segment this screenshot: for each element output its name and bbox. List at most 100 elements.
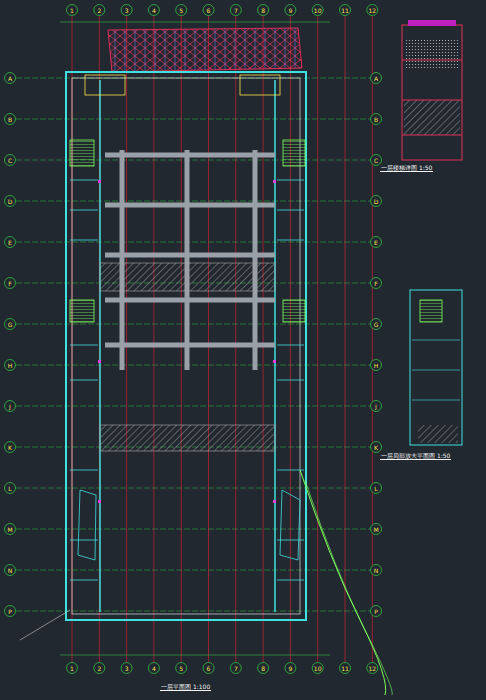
axis-bubble: [230, 663, 241, 674]
axis-number: E: [5, 239, 15, 246]
axis-line: [16, 529, 370, 530]
axis-bubble: [371, 114, 382, 125]
axis-line: [208, 16, 209, 662]
axis-bubble: [340, 5, 351, 16]
axis-bubble: [371, 401, 382, 412]
axis-bubble: [371, 237, 382, 248]
axis-line: [16, 406, 370, 407]
axis-number: 8: [258, 7, 268, 14]
axis-number: 11: [340, 7, 350, 14]
axis-number: N: [371, 567, 381, 574]
axis-line: [16, 365, 370, 366]
axis-bubble: [371, 524, 382, 535]
axis-number: G: [5, 321, 15, 328]
axis-bubble: [258, 5, 269, 16]
axis-bubble: [67, 5, 78, 16]
axis-bubble: [230, 5, 241, 16]
axis-line: [153, 16, 154, 662]
axis-number: M: [371, 526, 381, 533]
axis-bubble: [5, 606, 16, 617]
axis-bubble: [203, 5, 214, 16]
axis-number: B: [371, 116, 381, 123]
axis-bubble: [148, 5, 159, 16]
axis-bubble: [5, 237, 16, 248]
axis-line: [126, 16, 127, 662]
drawing-title: 一层平面图 1:100: [160, 683, 211, 691]
axis-number: 2: [94, 7, 104, 14]
axis-number: 4: [149, 7, 159, 14]
axis-number: 1: [67, 7, 77, 14]
axis-bubble: [5, 155, 16, 166]
axis-number: M: [5, 526, 15, 533]
axis-bubble: [371, 442, 382, 453]
axis-bubble: [367, 663, 378, 674]
axis-bubble: [5, 483, 16, 494]
axis-number: L: [371, 485, 381, 492]
axis-line: [345, 16, 346, 662]
detail-title: 一层楼梯详图 1:50: [380, 164, 433, 172]
axis-number: 6: [204, 7, 214, 14]
axis-number: 2: [94, 665, 104, 672]
axis-line: [181, 16, 182, 662]
axis-bubble: [5, 319, 16, 330]
axis-number: N: [5, 567, 15, 574]
axis-number: J: [371, 403, 381, 410]
axis-bubble: [67, 663, 78, 674]
axis-number: 7: [231, 665, 241, 672]
axis-number: 9: [285, 665, 295, 672]
axis-number: 10: [313, 7, 323, 14]
axis-bubble: [371, 565, 382, 576]
axis-number: K: [5, 444, 15, 451]
axis-number: 6: [204, 665, 214, 672]
axis-number: 9: [285, 7, 295, 14]
axis-bubble: [312, 663, 323, 674]
axis-number: 3: [122, 7, 132, 14]
axis-bubble: [5, 442, 16, 453]
axis-number: C: [371, 157, 381, 164]
axis-line: [290, 16, 291, 662]
axis-number: 10: [313, 665, 323, 672]
axis-number: D: [5, 198, 15, 205]
axis-bubble: [121, 5, 132, 16]
axis-number: A: [371, 75, 381, 82]
axis-bubble: [371, 319, 382, 330]
axis-bubble: [5, 524, 16, 535]
axis-number: D: [371, 198, 381, 205]
axis-number: E: [371, 239, 381, 246]
axis-line: [99, 16, 100, 662]
axis-bubble: [5, 114, 16, 125]
axis-bubble: [5, 565, 16, 576]
axis-bubble: [285, 5, 296, 16]
axis-bubble: [94, 663, 105, 674]
axis-line: [16, 570, 370, 571]
axis-number: 5: [176, 7, 186, 14]
axis-number: K: [371, 444, 381, 451]
axis-line: [16, 119, 370, 120]
axis-number: 3: [122, 665, 132, 672]
axis-bubble: [258, 663, 269, 674]
axis-number: B: [5, 116, 15, 123]
dimension-line: [60, 22, 330, 23]
axis-bubble: [312, 5, 323, 16]
axis-number: J: [5, 403, 15, 410]
axis-bubble: [176, 5, 187, 16]
axis-number: 11: [340, 665, 350, 672]
axis-bubble: [5, 360, 16, 371]
axis-line: [16, 160, 370, 161]
axis-bubble: [371, 196, 382, 207]
axis-number: 12: [367, 7, 377, 14]
axis-number: H: [371, 362, 381, 369]
axis-bubble: [285, 663, 296, 674]
axis-bubble: [203, 663, 214, 674]
axis-bubble: [94, 5, 105, 16]
axis-number: H: [5, 362, 15, 369]
axis-bubble: [340, 663, 351, 674]
axis-line: [16, 201, 370, 202]
axis-line: [16, 324, 370, 325]
axis-number: P: [371, 608, 381, 615]
axis-bubble: [5, 278, 16, 289]
axis-bubble: [5, 196, 16, 207]
axis-line: [16, 242, 370, 243]
axis-number: F: [371, 280, 381, 287]
axis-number: F: [5, 280, 15, 287]
